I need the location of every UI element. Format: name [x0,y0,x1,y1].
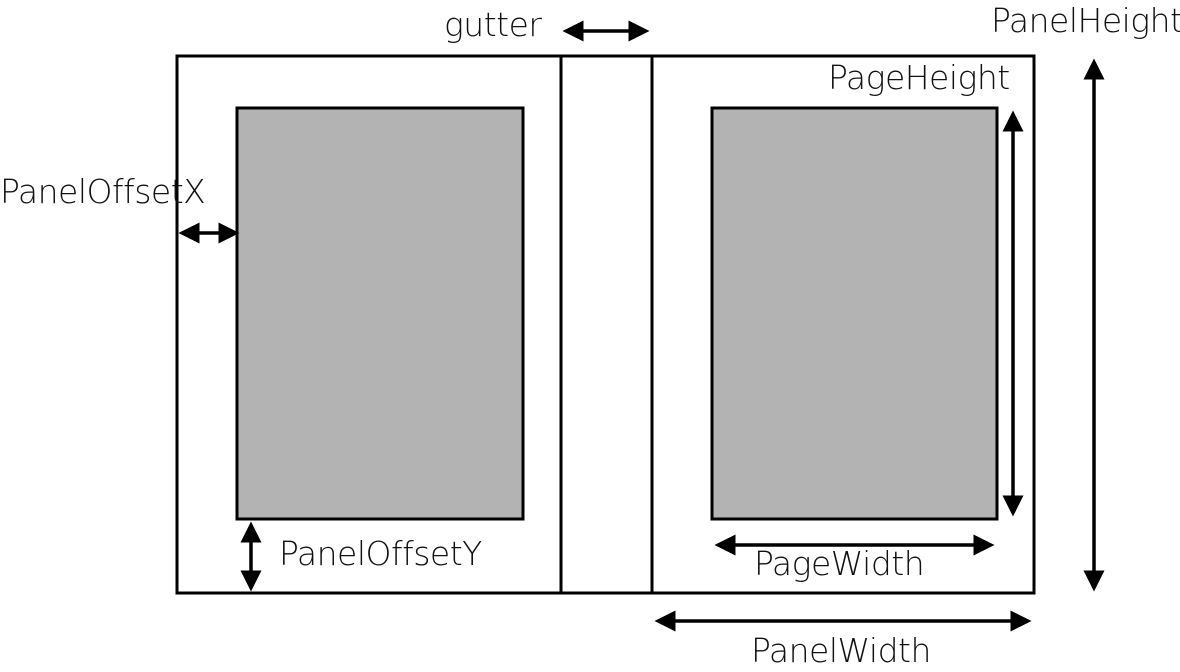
left-page [235,106,525,521]
panel-height-label: PanelHeight [991,1,1180,40]
panel-width-label: PanelWidth [751,631,931,670]
gutter-region [559,54,654,595]
right-panel [650,54,1036,595]
page-width-label: PageWidth [754,544,924,583]
page-height-label: PageHeight [828,58,1010,97]
right-page [710,106,999,521]
gutter-label: gutter [444,5,542,44]
panel-offset-x-label: PanelOffsetX [0,172,205,211]
panel-offset-y-label: PanelOffsetY [279,534,482,573]
